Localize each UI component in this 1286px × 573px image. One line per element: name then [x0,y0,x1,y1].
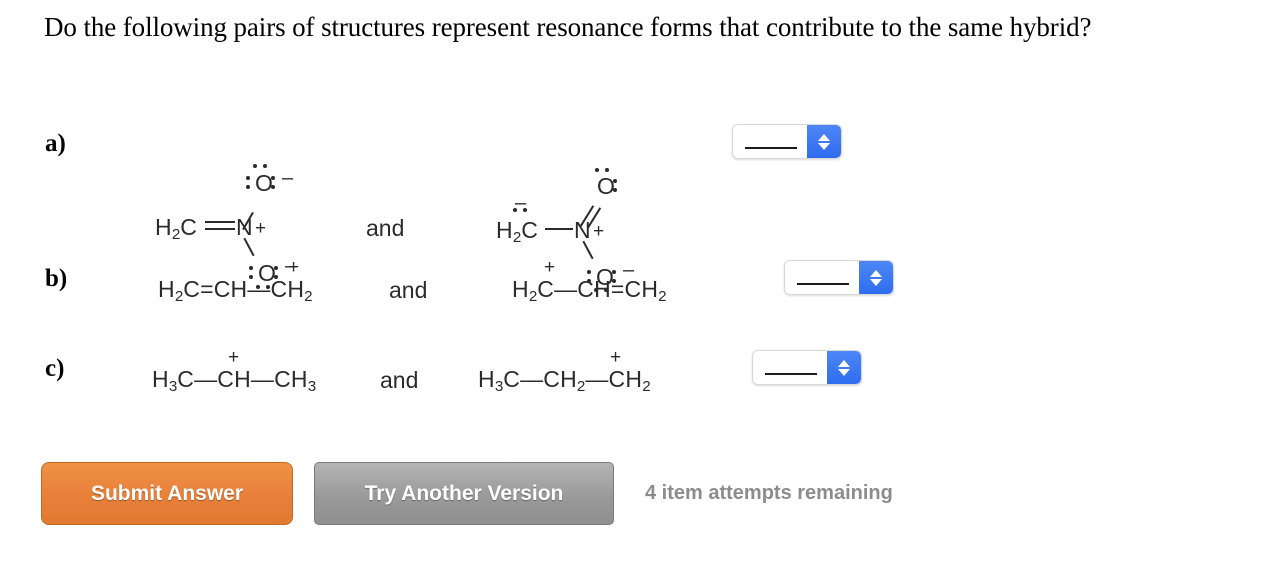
and-label-c: and [380,367,419,393]
lone-pair-dot [612,270,616,274]
question-row-c: c) + H3C—CH—CH3 and + H3C—CH2—CH2 [0,340,1286,410]
answer-field-c[interactable] [753,351,827,384]
oxygen-bottom-atom: O [596,264,614,290]
answer-select-b[interactable] [784,260,894,295]
positive-charge: + [228,347,240,368]
lone-pair-dot [587,279,591,283]
carbon-negative-charge: – [515,192,527,214]
row-label-c: c) [45,355,65,382]
lone-pair-dot [249,275,253,279]
oxygen-bottom-atom: O [258,260,276,286]
chevron-down-icon[interactable] [838,368,850,376]
answer-stepper-a[interactable] [807,125,841,158]
lone-pair-dot [523,208,527,212]
single-bond-c-n [545,228,573,230]
structure-c-left-formula: H3C—CH—CH3 [152,366,317,395]
question-row-b: b) + H2C=CH—CH2 and + H2C—CH=CH2 [0,250,1286,320]
lone-pair-dot [513,208,517,212]
oxygen-bottom-negative-charge: – [623,259,635,281]
answer-placeholder-dash [797,283,849,285]
question-row-a: a) O – H2C N + O – and O [0,80,1286,292]
lone-pair-dot [256,285,260,289]
structure-b-right-formula: H2C—CH=CH2 [512,276,667,305]
nitrogen-atom: N [236,214,253,240]
structure-a-right-chain: H2C [496,217,539,246]
chevron-up-icon[interactable] [870,269,882,277]
answer-select-a[interactable] [732,124,842,159]
lone-pair-dot [612,279,616,283]
chevron-up-icon[interactable] [818,133,830,141]
nitrogen-atom: N [574,217,591,243]
positive-charge: + [288,257,300,278]
oxygen-top-atom: O [255,170,273,196]
answer-field-a[interactable] [733,125,807,158]
positive-charge: + [610,347,622,368]
answer-placeholder-dash [765,373,817,375]
chevron-down-icon[interactable] [818,142,830,150]
nitrogen-positive-charge: + [255,218,267,239]
oxygen-top-atom: O [597,173,615,199]
question-prompt: Do the following pairs of structures rep… [44,12,1092,42]
and-label-b: and [389,277,428,303]
answer-field-b[interactable] [785,261,859,294]
chevron-up-icon[interactable] [838,359,850,367]
lone-pair-dot [274,275,278,279]
attempts-remaining-text: 4 item attempts remaining [645,482,893,504]
lone-pair-dot [595,168,599,172]
positive-charge: + [544,257,556,278]
double-bond-upper [205,221,235,223]
and-label-a: and [366,215,405,241]
lone-pair-dot [604,288,608,292]
lone-pair-dot [246,185,250,189]
lone-pair-dot [253,164,257,168]
lone-pair-dot [271,176,275,180]
answer-placeholder-dash [745,147,797,149]
row-label-b: b) [45,265,68,292]
lone-pair-dot [266,285,270,289]
submit-answer-button[interactable]: Submit Answer [41,462,293,525]
lone-pair-dot [587,270,591,274]
chevron-down-icon[interactable] [870,278,882,286]
oxygen-top-negative-charge: – [282,167,294,189]
answer-stepper-b[interactable] [859,261,893,294]
oxygen-bottom-negative-charge: – [285,255,297,277]
lone-pair-dot [274,266,278,270]
structure-c-right-formula: H3C—CH2—CH2 [478,366,651,395]
footer-actions: Submit Answer Try Another Version 4 item… [0,462,1286,532]
double-bond-lower [205,228,235,230]
lone-pair-dot [613,179,617,183]
lone-pair-dot [271,185,275,189]
lone-pair-dot [263,164,267,168]
nitrogen-positive-charge: + [593,221,605,242]
answer-select-c[interactable] [752,350,862,385]
row-label-a: a) [45,130,66,157]
lone-pair-dot [594,288,598,292]
lone-pair-dot [613,188,617,192]
structure-b-left-formula: H2C=CH—CH2 [158,276,313,305]
answer-stepper-c[interactable] [827,351,861,384]
lone-pair-dot [605,168,609,172]
lone-pair-dot [246,176,250,180]
try-another-version-button[interactable]: Try Another Version [314,462,614,525]
structure-a-left-chain: H2C [155,214,198,243]
lone-pair-dot [249,266,253,270]
